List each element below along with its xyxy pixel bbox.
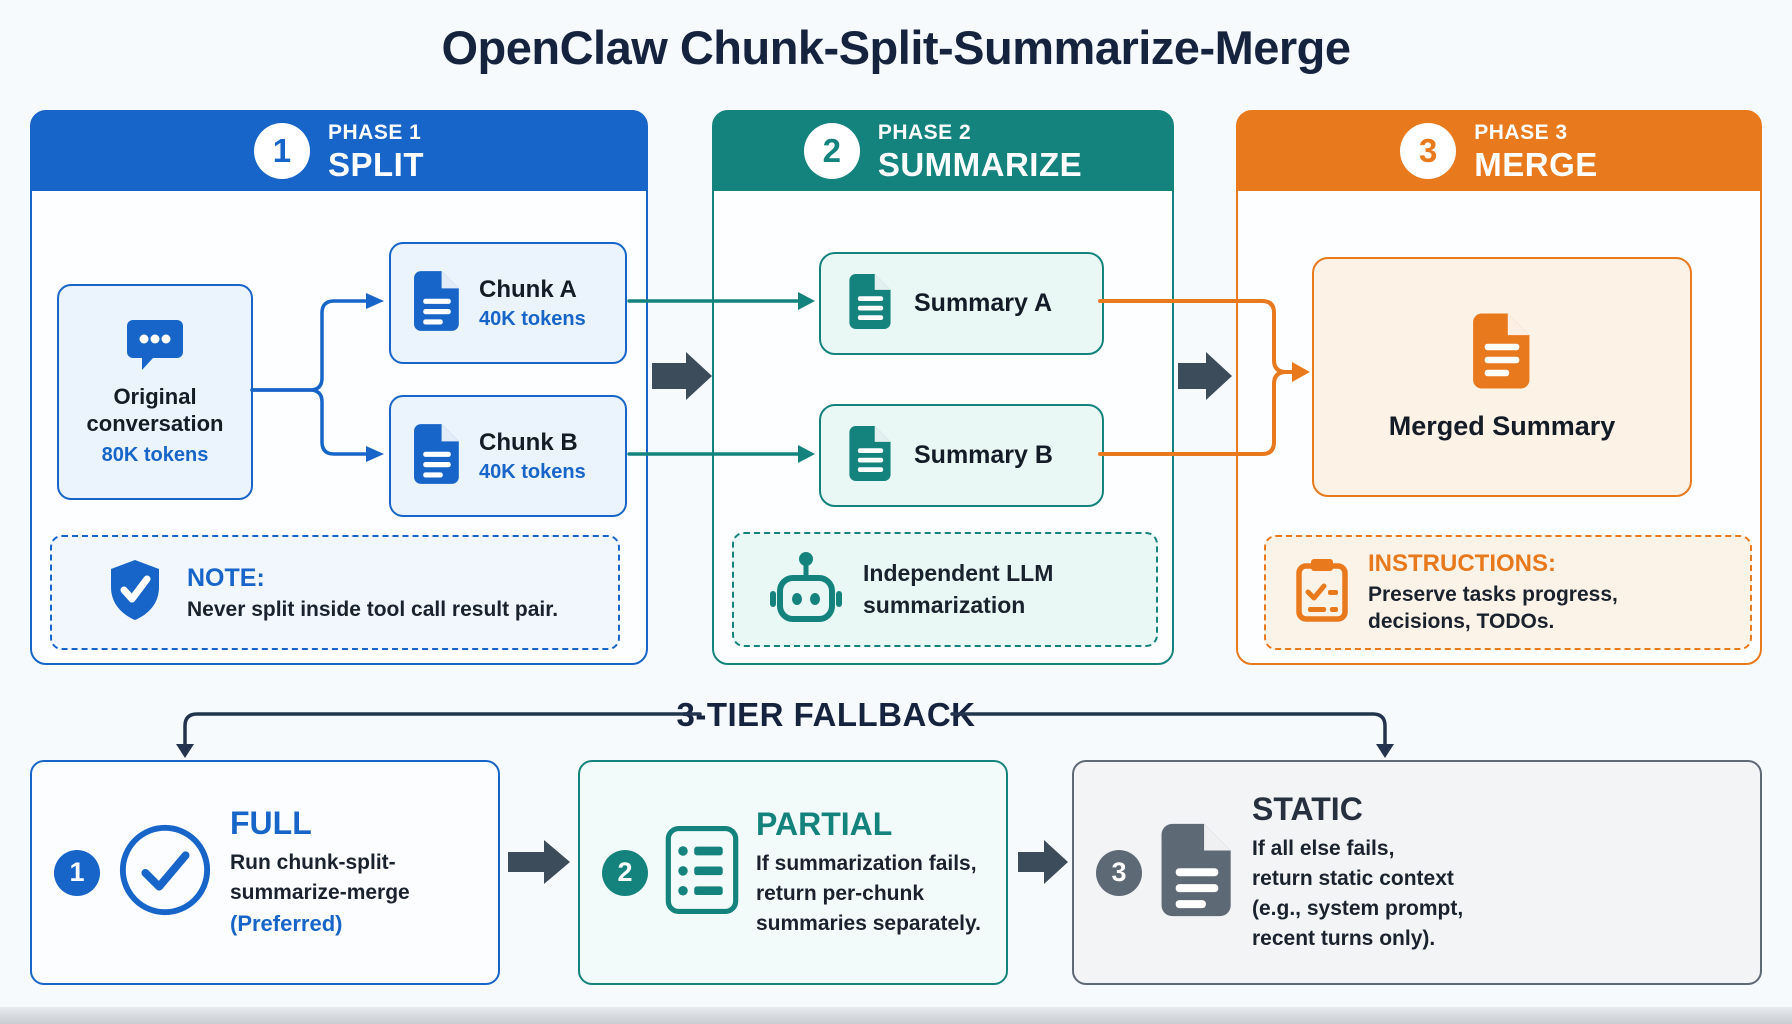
tier2-number-badge: 2 (602, 849, 648, 896)
phase2-header-labels: PHASE 2 SUMMARIZE (878, 122, 1082, 181)
document-icon (1470, 312, 1534, 395)
split-note-box: NOTE: Never split inside tool call resul… (50, 535, 620, 650)
llm-note-line2: summarization (863, 591, 1026, 618)
phase1-header-labels: PHASE 1 SPLIT (328, 122, 424, 181)
original-tokens: 80K tokens (101, 443, 209, 466)
phase3-header: 3 PHASE 3 MERGE (1237, 111, 1761, 191)
tier2-line3: summaries separately. (756, 912, 981, 935)
phase2-number-badge: 2 (803, 123, 860, 179)
merged-summary-label: Merged Summary (1388, 411, 1616, 441)
tier-partial-box: 2 PARTIAL If summarization fails, return… (578, 760, 1008, 985)
phase1-header: 1 PHASE 1 SPLIT (31, 111, 647, 191)
chunk-a-text: Chunk A 40K tokens (479, 276, 586, 331)
circle-check-icon (116, 821, 214, 924)
summary-b-box: Summary B (819, 404, 1104, 507)
shield-check-icon (107, 558, 163, 627)
document-icon (411, 423, 463, 490)
phase1-to-phase2-arrow (652, 352, 712, 400)
tier2-line1: If summarization fails, (756, 852, 977, 875)
full-to-partial-arrow (508, 840, 570, 884)
tier1-heading: FULL (230, 805, 312, 841)
tier1-line1: Run chunk-split- (230, 851, 396, 874)
tier1-line2: summarize-merge (230, 881, 410, 904)
phase3-panel: 3 PHASE 3 MERGE Merged Summary (1236, 110, 1762, 665)
robot-icon (769, 550, 843, 629)
tier3-heading: STATIC (1252, 791, 1363, 827)
chunk-a-box: Chunk A 40K tokens (389, 242, 627, 364)
fallback-title: 3-TIER FALLBACK (676, 696, 976, 733)
phase2-header: 2 PHASE 2 SUMMARIZE (713, 111, 1173, 191)
chunk-b-box: Chunk B 40K tokens (389, 395, 627, 517)
document-icon (847, 425, 894, 487)
instructions-line1: Preserve tasks progress, (1368, 582, 1618, 606)
instructions-line2: decisions, TODOs. (1368, 610, 1555, 633)
page-title: OpenClaw Chunk-Split-Summarize-Merge (441, 21, 1351, 74)
partial-to-static-arrow (1018, 840, 1068, 884)
document-icon (411, 270, 463, 337)
merged-summary-box: Merged Summary (1312, 257, 1692, 497)
tier3-text-block: STATIC If all else fails, return static … (1252, 791, 1463, 954)
tier3-line1: If all else fails, (1252, 837, 1395, 860)
document-icon (847, 273, 894, 335)
tier1-text-block: FULL Run chunk-split- summarize-merge (P… (230, 805, 410, 940)
original-conversation-box: Original conversation 80K tokens (57, 284, 253, 500)
chunk-a-label: Chunk A (479, 275, 577, 303)
note-label: NOTE: (187, 563, 265, 592)
phase2-label: PHASE 2 (877, 120, 972, 144)
tier3-line4: recent turns only). (1252, 927, 1436, 950)
tier-full-box: 1 FULL Run chunk-split- summarize-merge … (30, 760, 500, 985)
tier1-number-badge: 1 (54, 849, 100, 896)
chunk-b-tokens: 40K tokens (479, 460, 586, 483)
tier2-line2: return per-chunk (756, 882, 925, 905)
phase3-name: MERGE (1474, 145, 1598, 183)
llm-note-box: Independent LLM summarization (732, 532, 1158, 647)
phase1-number-badge: 1 (253, 123, 310, 179)
instructions-label: INSTRUCTIONS: (1368, 549, 1556, 577)
phase3-label: PHASE 3 (1474, 120, 1568, 144)
split-note-text-block: NOTE: Never split inside tool call resul… (187, 564, 558, 622)
checklist-icon (664, 823, 740, 922)
phase1-label: PHASE 1 (327, 120, 422, 144)
phase2-to-phase3-arrow (1178, 352, 1232, 400)
document-icon (1158, 822, 1236, 923)
phase3-header-labels: PHASE 3 MERGE (1474, 122, 1598, 181)
fallback-bracket-arrowheads (176, 744, 1394, 758)
phase1-name: SPLIT (327, 145, 424, 183)
note-text: Never split inside tool call result pair… (187, 597, 559, 621)
chunk-b-text: Chunk B 40K tokens (479, 429, 586, 484)
phase2-name: SUMMARIZE (877, 145, 1083, 183)
tier3-line3: (e.g., system prompt, (1252, 897, 1464, 920)
summary-b-label: Summary B (914, 441, 1053, 469)
clipboard-check-icon (1294, 557, 1350, 628)
chunk-b-label: Chunk B (479, 428, 578, 456)
instructions-text-block: INSTRUCTIONS: Preserve tasks progress, d… (1368, 550, 1618, 636)
original-conversation-label: Original conversation (86, 383, 224, 437)
tier2-text-block: PARTIAL If summarization fails, return p… (756, 806, 981, 939)
tier-static-box: 3 STATIC If all else fails, return stati… (1072, 760, 1762, 985)
chat-bubble-icon (125, 318, 185, 377)
summary-a-box: Summary A (819, 252, 1104, 355)
llm-note-text: Independent LLM summarization (863, 558, 1053, 620)
llm-note-line1: Independent LLM (863, 560, 1054, 587)
tier2-heading: PARTIAL (756, 806, 893, 842)
tier3-line2: return static context (1252, 867, 1454, 890)
tier1-preferred-label: (Preferred) (230, 911, 343, 936)
tier3-number-badge: 3 (1096, 849, 1142, 896)
phase1-panel: 1 PHASE 1 SPLIT Original conversation 80… (30, 110, 648, 665)
phase2-panel: 2 PHASE 2 SUMMARIZE Summary A (712, 110, 1174, 665)
instructions-box: INSTRUCTIONS: Preserve tasks progress, d… (1264, 535, 1752, 650)
summary-a-label: Summary A (914, 289, 1053, 317)
chunk-a-tokens: 40K tokens (479, 307, 586, 330)
phase3-number-badge: 3 (1400, 123, 1457, 179)
bottom-shadow-strip (0, 1007, 1792, 1024)
